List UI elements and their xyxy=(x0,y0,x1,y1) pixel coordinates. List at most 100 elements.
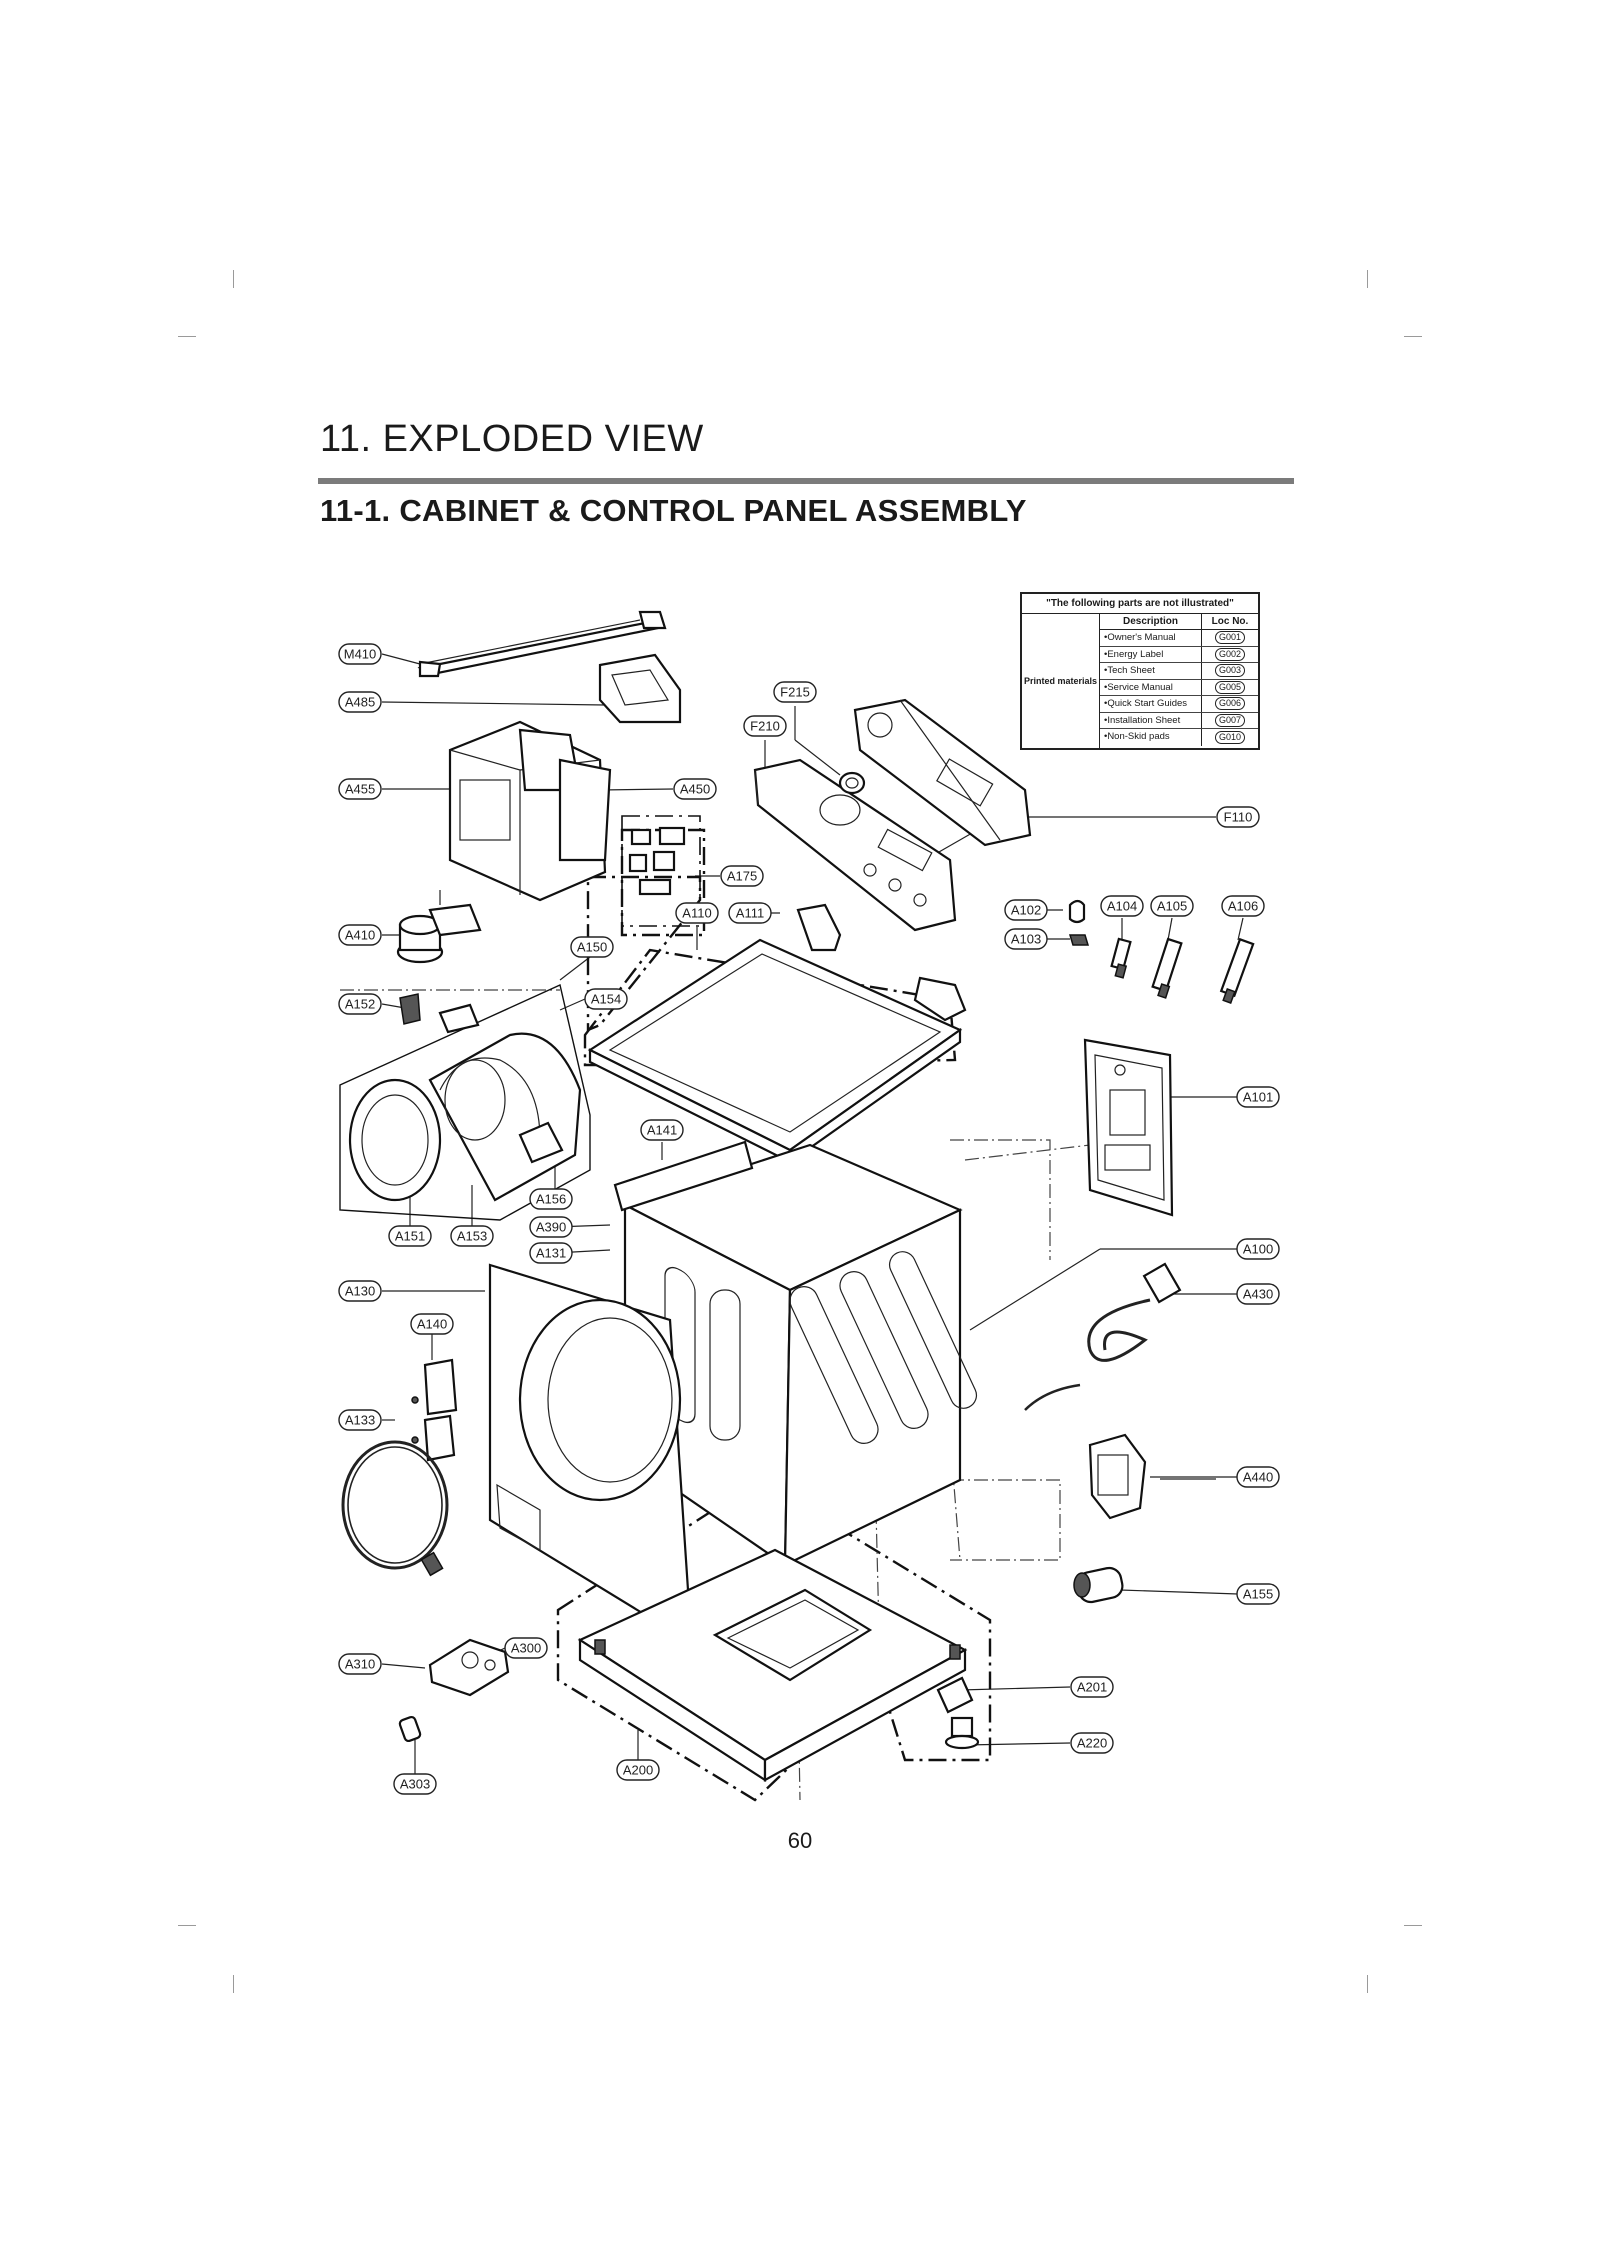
category-printed-materials: Printed materials xyxy=(1022,614,1100,748)
callout-label: A133 xyxy=(345,1413,375,1428)
callout-m410: M410 xyxy=(338,643,382,665)
control-panel-f210 xyxy=(753,758,957,932)
callout-label: A440 xyxy=(1243,1470,1273,1485)
row-description: •Tech Sheet xyxy=(1100,663,1202,679)
page-number: 60 xyxy=(787,1828,813,1853)
row-description: •Owner's Manual xyxy=(1100,630,1202,646)
front-panel-a130 xyxy=(488,1263,692,1632)
callout-f210: F210 xyxy=(743,715,787,737)
loc-number: G001 xyxy=(1214,631,1246,645)
callout-label: A130 xyxy=(345,1284,375,1299)
callout-a133: A133 xyxy=(338,1409,382,1431)
table-row: •Installation Sheet G007 xyxy=(1100,712,1258,729)
callout-a105: A105 xyxy=(1150,895,1194,917)
power-cord-a430 xyxy=(1024,1262,1182,1411)
rear-panel-a101 xyxy=(1083,1038,1174,1217)
column-headers: Description Loc No. xyxy=(1100,614,1258,630)
loc-number: G007 xyxy=(1214,713,1246,727)
callout-label: A300 xyxy=(511,1641,541,1656)
button-group-a175 xyxy=(621,815,701,927)
crop-mark-bottom-left xyxy=(233,1975,234,1993)
col-loc-no: Loc No. xyxy=(1211,616,1249,627)
callout-a102: A102 xyxy=(1004,899,1048,921)
callout-a155: A155 xyxy=(1236,1583,1280,1605)
callout-a455: A455 xyxy=(338,778,382,800)
callout-a140: A140 xyxy=(410,1313,454,1335)
callout-label: A455 xyxy=(345,782,375,797)
callout-label: A150 xyxy=(577,940,607,955)
callout-label: A154 xyxy=(591,992,621,1007)
callout-a220: A220 xyxy=(1070,1732,1114,1754)
hinges-a140 xyxy=(411,1358,458,1462)
loc-number: G010 xyxy=(1214,730,1246,744)
callout-a485: A485 xyxy=(338,691,382,713)
callout-a390: A390 xyxy=(529,1216,573,1238)
callout-label: A101 xyxy=(1243,1090,1273,1105)
callout-a310: A310 xyxy=(338,1653,382,1675)
row-description: •Installation Sheet xyxy=(1100,712,1202,728)
callout-f110: F110 xyxy=(1216,806,1260,828)
crop-mark-bottom-right xyxy=(1404,1925,1422,1926)
callout-label: A105 xyxy=(1157,899,1187,914)
callout-a450: A450 xyxy=(673,778,717,800)
leader-lines xyxy=(381,619,1244,1780)
table-header: "The following parts are not illustrated… xyxy=(1022,594,1258,614)
callout-a101: A101 xyxy=(1236,1086,1280,1108)
callout-a200: A200 xyxy=(616,1759,660,1781)
callout-a201: A201 xyxy=(1070,1676,1114,1698)
title-rule xyxy=(318,478,1294,484)
crop-mark-top-left xyxy=(178,336,196,337)
crop-mark-top-left xyxy=(233,270,234,288)
callout-a141: A141 xyxy=(640,1119,684,1141)
pcb-cover-a485 xyxy=(598,653,682,724)
hinge-a111 xyxy=(796,903,967,1022)
callout-label: A485 xyxy=(345,695,375,710)
callout-a175: A175 xyxy=(720,865,764,887)
callout-a151: A151 xyxy=(388,1225,432,1247)
callout-label: F110 xyxy=(1224,810,1253,825)
callout-label: F215 xyxy=(780,685,810,700)
cover-a440 xyxy=(1088,1433,1147,1520)
loc-number: G005 xyxy=(1214,680,1246,694)
callout-label: A390 xyxy=(536,1220,566,1235)
callout-a150: A150 xyxy=(570,936,614,958)
callout-label: A100 xyxy=(1243,1242,1273,1257)
table-row: •Owner's Manual G001 xyxy=(1100,630,1258,647)
callout-label: A110 xyxy=(682,906,711,921)
callout-a300: A300 xyxy=(504,1637,548,1659)
callout-label: A155 xyxy=(1243,1587,1273,1602)
callout-label: A175 xyxy=(727,869,757,884)
callout-a104: A104 xyxy=(1100,895,1144,917)
top-plate-a110 xyxy=(587,938,963,1165)
callout-a110: A110 xyxy=(675,902,719,924)
callout-a440: A440 xyxy=(1236,1466,1280,1488)
callout-label: M410 xyxy=(344,647,377,662)
callout-label: A151 xyxy=(395,1229,425,1244)
section-subtitle: 11-1. CABINET & CONTROL PANEL ASSEMBLY xyxy=(320,493,1027,528)
callout-f215: F215 xyxy=(773,681,817,703)
loc-number: G006 xyxy=(1214,697,1246,711)
page-title: 11. EXPLODED VIEW xyxy=(320,418,704,460)
callout-label: A102 xyxy=(1011,903,1041,918)
callout-a303: A303 xyxy=(393,1773,437,1795)
crop-mark-top-right xyxy=(1404,336,1422,337)
crop-mark-top-right xyxy=(1367,270,1368,288)
callout-label: A303 xyxy=(400,1777,430,1792)
row-description: •Quick Start Guides xyxy=(1100,696,1202,712)
callout-label: A220 xyxy=(1077,1736,1107,1751)
callout-label: A450 xyxy=(680,782,710,797)
cap-a155 xyxy=(1073,1566,1124,1604)
row-description: •Service Manual xyxy=(1100,679,1202,695)
callout-a154: A154 xyxy=(584,988,628,1010)
control-pcb-f110 xyxy=(853,698,1032,847)
top-bracket-m410 xyxy=(417,610,667,678)
callout-label: F210 xyxy=(750,719,780,734)
crop-mark-bottom-left xyxy=(178,1925,196,1926)
callout-label: A140 xyxy=(417,1317,447,1332)
table-row: •Quick Start Guides G006 xyxy=(1100,696,1258,713)
